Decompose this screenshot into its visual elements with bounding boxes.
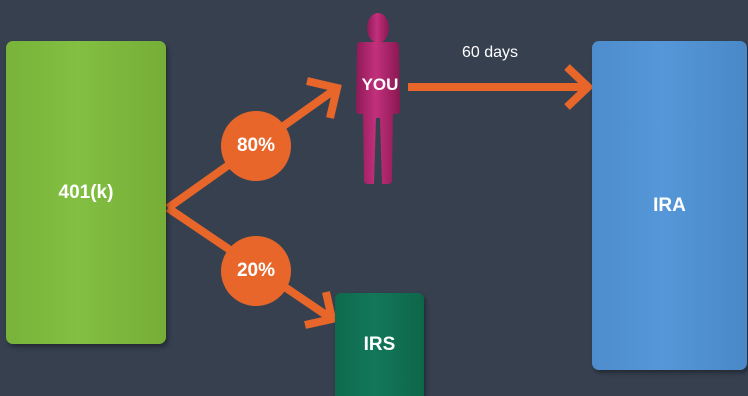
person-icon (356, 13, 400, 184)
source-401k-label: 401(k) (58, 181, 114, 203)
timeline-label: 60 days (461, 44, 519, 61)
destination-ira-label: IRA (653, 194, 686, 216)
source-401k-box: 401(k) (6, 41, 166, 344)
tax-irs-label: IRS (363, 333, 396, 355)
split-20-label: 20% (236, 260, 276, 281)
person-label: YOU (361, 75, 399, 94)
split-80-label: 80% (236, 135, 276, 156)
destination-ira-box: IRA (592, 41, 747, 370)
split-80-badge: 80% (221, 111, 291, 181)
arrow-to-ira (408, 64, 594, 110)
tax-irs-box: IRS (335, 293, 424, 396)
split-20-badge: 20% (221, 236, 291, 306)
